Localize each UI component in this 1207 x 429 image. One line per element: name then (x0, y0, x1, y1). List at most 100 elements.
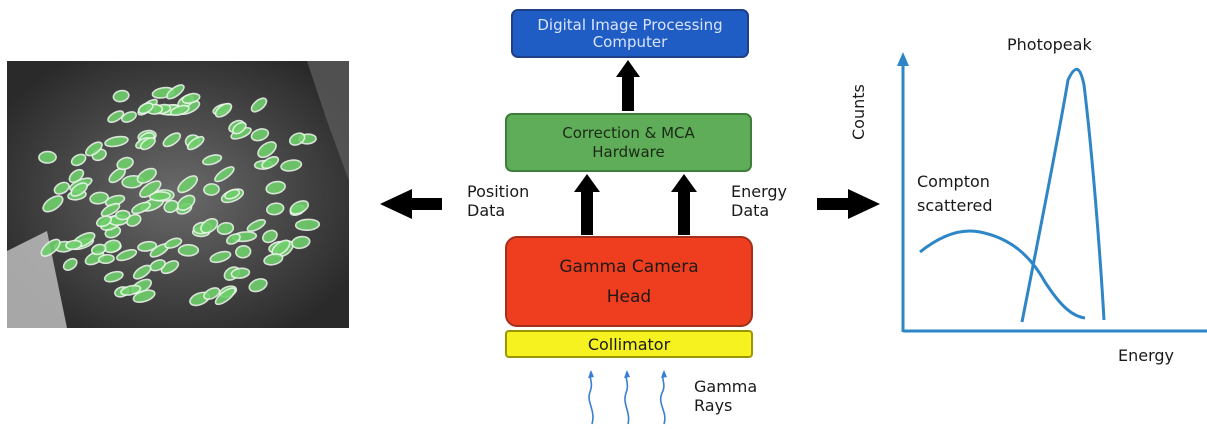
correction-label: Correction & MCA Hardware (562, 123, 695, 161)
cell-blob (125, 213, 142, 227)
cell-blob (181, 92, 201, 104)
cell-blob (65, 239, 83, 251)
cell-blob (262, 229, 278, 244)
cell-blob (131, 201, 151, 215)
cell-blob (162, 132, 182, 148)
cell-blob (62, 257, 78, 271)
cell-blob (136, 167, 157, 184)
cell-blob (70, 182, 88, 197)
cell-blob (235, 245, 252, 259)
cell-blob (95, 215, 113, 228)
cell-blob (121, 111, 137, 123)
cell-blob (42, 195, 64, 213)
position-up-arrow (574, 174, 600, 235)
cell-blob (225, 233, 241, 245)
cell-blob (263, 253, 284, 266)
cell-blob (38, 150, 57, 164)
cell-blob (186, 135, 205, 151)
cell-blob (104, 135, 129, 148)
correction-mca-hardware: Correction & MCA Hardware (505, 113, 752, 172)
cell-blob (90, 243, 107, 256)
cell-blob (289, 200, 310, 215)
compton-curve (919, 229, 1086, 320)
cell-blob (257, 141, 277, 159)
cell-blob (265, 202, 285, 216)
cell-blob (137, 102, 154, 115)
gamma-rays-label: Gamma Rays (694, 377, 758, 415)
gamma-rays (588, 370, 667, 425)
cell-blob (214, 287, 236, 306)
cell-blob (115, 209, 131, 221)
cell-blob (70, 153, 87, 167)
cell-blob (203, 183, 220, 196)
y-axis-arrowhead (897, 52, 909, 66)
gamma-camera-image-svg (7, 61, 349, 328)
energy-up-arrow (671, 174, 697, 235)
gamma-camera-image (7, 61, 349, 328)
cell-blob (103, 270, 124, 283)
cell-blob (250, 128, 270, 142)
cell-blob (40, 238, 61, 257)
collimator: Collimator (505, 330, 753, 358)
cell-blob (116, 249, 138, 262)
energy-data-arrow (817, 189, 880, 219)
collimator-label: Collimator (587, 334, 671, 354)
cell-blob (250, 97, 268, 113)
cell-blob (53, 181, 70, 195)
cell-blob (246, 218, 267, 233)
photopeak-curve (1020, 67, 1106, 323)
cell-blob (261, 156, 280, 170)
cell-blob (137, 240, 158, 252)
cell-blob (149, 191, 171, 202)
cell-blob (280, 159, 303, 172)
cell-blob (177, 243, 200, 257)
cell-blob (160, 260, 180, 275)
position-data-arrow (380, 189, 442, 219)
cell-blob (209, 250, 232, 264)
cell-blob (288, 132, 306, 146)
cell-blob (177, 175, 198, 194)
to-computer-arrow (616, 60, 640, 111)
computer-label: Digital Image Processing Computer (537, 15, 723, 51)
spectrum-plot (897, 52, 1207, 333)
cell-blob (107, 110, 125, 123)
cell-blob (214, 166, 235, 183)
cell-blob (89, 191, 109, 205)
photopeak-label: Photopeak (1007, 35, 1092, 54)
cell-blob (132, 289, 156, 304)
cell-blob (294, 218, 321, 232)
cell-blob (116, 156, 134, 171)
cell-blob (216, 221, 235, 236)
cell-blob (214, 102, 233, 118)
camera-head-label: Gamma Camera Head (559, 256, 699, 307)
cell-blob (230, 267, 251, 279)
energy-axis-label: Energy (1118, 346, 1175, 365)
cell-blob (232, 121, 247, 135)
cell-blob (163, 199, 179, 214)
gamma-camera-head: Gamma Camera Head (505, 236, 753, 327)
cell-blob (166, 84, 185, 100)
cell-blob (291, 235, 311, 250)
cell-blob (248, 278, 268, 293)
cell-blob (265, 180, 286, 195)
digital-image-processing-computer: Digital Image Processing Computer (511, 9, 749, 58)
cell-blob (68, 168, 85, 184)
cell-blob (224, 188, 241, 200)
cell-blob (112, 89, 130, 103)
counts-axis-label: Counts (849, 84, 868, 140)
energy-data-label: Energy Data (731, 182, 788, 220)
cell-blob (200, 218, 219, 234)
cell-blob (97, 253, 115, 265)
cell-blob (169, 104, 190, 117)
cell-blob (201, 154, 223, 166)
cell-blob (100, 202, 121, 217)
cell-blob (203, 287, 221, 301)
cell-blob (132, 264, 152, 280)
cell-blob (85, 141, 103, 157)
compton-label: Compton scattered (917, 172, 993, 215)
position-data-label: Position Data (467, 182, 530, 220)
cell-blob (120, 284, 142, 296)
cell-blob (164, 237, 183, 249)
cell-blob (176, 194, 196, 211)
